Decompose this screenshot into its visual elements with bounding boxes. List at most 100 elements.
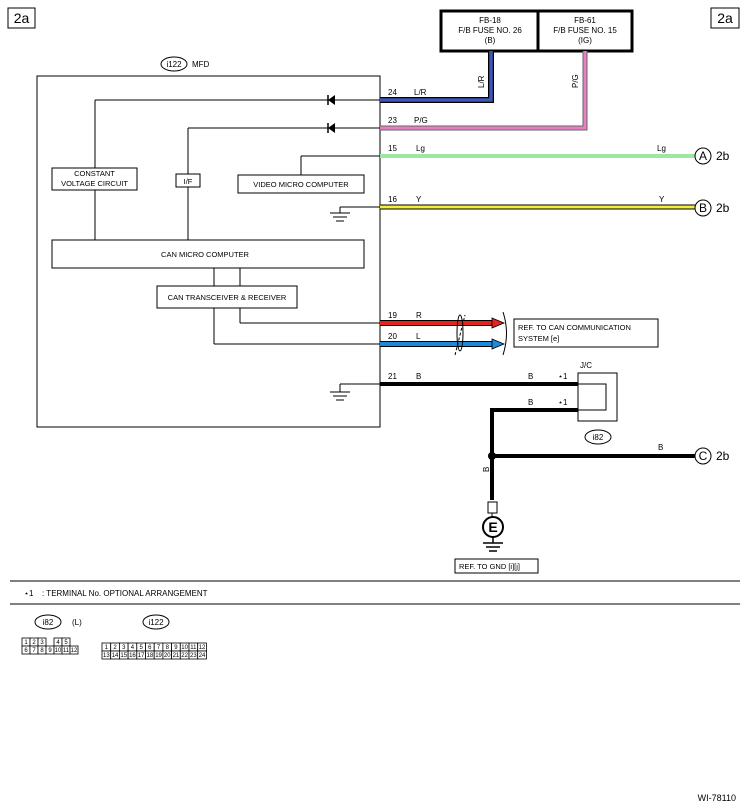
connector-pin-number: 5	[64, 640, 68, 646]
svg-text:B: B	[528, 372, 533, 381]
connector-pin-number: 17	[138, 653, 145, 659]
connector-pin-cell	[69, 645, 79, 655]
svg-text:VOLTAGE CIRCUIT: VOLTAGE CIRCUIT	[61, 179, 128, 188]
svg-text:B: B	[416, 372, 421, 381]
svg-text:REF. TO CAN COMMUNICATION: REF. TO CAN COMMUNICATION	[518, 323, 631, 332]
twisted-pair-mark	[454, 314, 466, 356]
connector-pin-number: 7	[157, 645, 161, 651]
connector-pin-number: 11	[63, 648, 70, 654]
connector-pin-number: 11	[190, 645, 197, 651]
connector-pin-number: 24	[199, 653, 206, 659]
connector-pin-number: 12	[71, 648, 78, 654]
jc-label: J/C	[580, 361, 592, 370]
jc-lower-wire: B ⋆1 B	[482, 398, 578, 500]
svg-text:20: 20	[388, 332, 397, 341]
connector-pin-number: 9	[48, 648, 52, 654]
wire-24: 24 L/R L/R	[380, 51, 494, 103]
connector-pin-number: 18	[147, 653, 154, 659]
footnote: ⋆1 : TERMINAL No. OPTIONAL ARRANGEMENT	[10, 580, 740, 605]
mfd-header: i122 MFD	[160, 56, 210, 72]
svg-text:15: 15	[388, 144, 397, 153]
connector-pin-number: 3	[40, 640, 44, 646]
connector-pin-number: 10	[55, 648, 62, 654]
svg-text:L/R: L/R	[414, 88, 427, 97]
svg-text:CONSTANT: CONSTANT	[74, 169, 115, 178]
svg-text:B: B	[482, 467, 491, 472]
connector-pin-number: 2	[32, 640, 36, 646]
connector-a-label: A	[699, 149, 707, 163]
wire-19: 19 R	[380, 311, 506, 329]
svg-text:19: 19	[388, 311, 397, 320]
page-tag-left: 2a	[7, 7, 36, 29]
svg-text:: TERMINAL No. OPTIONAL ARRANG: : TERMINAL No. OPTIONAL ARRANGEMENT	[42, 589, 208, 598]
connector-pin-number: 16	[129, 653, 136, 659]
connector-pin-number: 9	[174, 645, 178, 651]
connector-pin-number: 21	[173, 653, 180, 659]
wire-20: 20 L	[380, 332, 506, 350]
jc-connector-id: i82	[593, 433, 604, 442]
svg-text:⋆1: ⋆1	[558, 372, 568, 381]
svg-text:Lg: Lg	[416, 144, 425, 153]
fuse-fb61-id: FB-61	[574, 16, 596, 25]
mfd-connector-id: i122	[166, 60, 182, 69]
connector-pin-number: 1	[24, 640, 28, 646]
svg-text:2a: 2a	[14, 10, 30, 26]
connector-c-page: 2b	[716, 449, 730, 463]
svg-text:23: 23	[388, 116, 397, 125]
svg-text:CAN TRANSCEIVER & RECEIVER: CAN TRANSCEIVER & RECEIVER	[168, 293, 287, 302]
svg-text:L: L	[416, 332, 421, 341]
connector-pin-number: 13	[103, 653, 110, 659]
connector-pin-number: 10	[181, 645, 188, 651]
bracket	[502, 311, 507, 356]
svg-text:VIDEO MICRO COMPUTER: VIDEO MICRO COMPUTER	[253, 180, 349, 189]
ground-reference: REF. TO GND [i][j]	[459, 562, 520, 571]
svg-text:B: B	[658, 443, 663, 452]
connector-pin-number: 7	[32, 648, 36, 654]
connector-pin-number: 23	[190, 653, 197, 659]
mfd-unit-box	[36, 75, 381, 428]
connector-b-page: 2b	[716, 201, 730, 215]
connector-c-label: C	[699, 449, 708, 463]
connector-pin-number: 1	[105, 645, 109, 651]
connector-pin-number: 6	[148, 645, 152, 651]
interface-block: I/F	[175, 173, 201, 188]
svg-text:P/G: P/G	[571, 74, 580, 88]
svg-text:16: 16	[388, 195, 397, 204]
wire-16: 16 Y Y B 2b	[380, 195, 730, 217]
figure-id: WI-78110	[698, 793, 736, 803]
connector-pin-number: 8	[40, 648, 44, 654]
svg-text:Lg: Lg	[657, 144, 666, 153]
svg-text:R: R	[416, 311, 422, 320]
connector-pin-number: 20	[164, 653, 171, 659]
fuse-fb18-type: (B)	[485, 36, 496, 45]
svg-text:L/R: L/R	[477, 75, 486, 88]
svg-text:Y: Y	[416, 195, 422, 204]
connector-pin-number: 12	[199, 645, 206, 651]
wire-21: 21 B B ⋆1	[380, 372, 578, 386]
svg-text:i82: i82	[43, 618, 54, 627]
svg-text:24: 24	[388, 88, 397, 97]
constant-voltage-circuit: CONSTANT VOLTAGE CIRCUIT	[51, 167, 138, 191]
fuse-fb18-id: FB-18	[479, 16, 501, 25]
svg-text:(L): (L)	[72, 618, 82, 627]
svg-text:2a: 2a	[717, 10, 733, 26]
svg-text:CAN MICRO COMPUTER: CAN MICRO COMPUTER	[161, 250, 250, 259]
wire-15: 15 Lg Lg A 2b	[380, 144, 730, 165]
wire-c: B C 2b	[488, 443, 730, 465]
svg-text:i122: i122	[148, 618, 164, 627]
can-transceiver-receiver: CAN TRANSCEIVER & RECEIVER	[156, 285, 298, 309]
mfd-name: MFD	[192, 60, 210, 69]
connector-pin-cell	[197, 650, 207, 660]
svg-text:SYSTEM [e]: SYSTEM [e]	[518, 334, 559, 343]
connector-pin-number: 3	[122, 645, 126, 651]
svg-text:Y: Y	[659, 195, 665, 204]
svg-text:P/G: P/G	[414, 116, 428, 125]
fuse-fb18-label: F/B FUSE NO. 26	[458, 26, 522, 35]
wire-23: 23 P/G P/G	[380, 51, 588, 131]
can-reference-box: REF. TO CAN COMMUNICATION SYSTEM [e]	[513, 318, 659, 348]
mfd-internal-wiring	[94, 95, 380, 401]
connector-pin-number: 4	[131, 645, 135, 651]
